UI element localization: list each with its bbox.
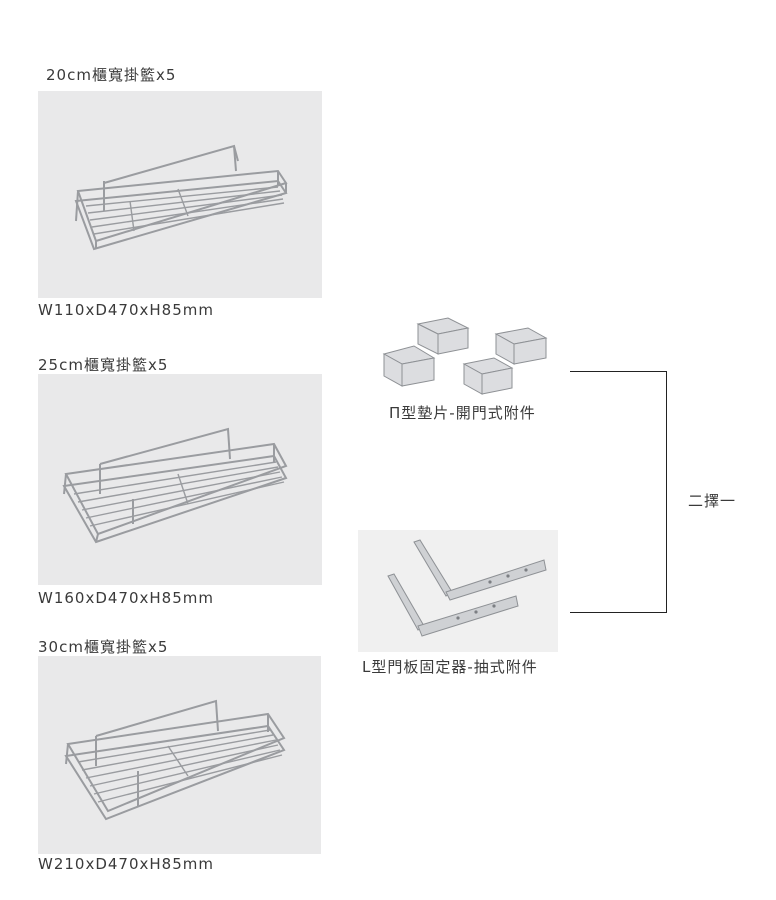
l-bracket-photo [358, 530, 558, 652]
choice-label: 二擇一 [688, 492, 737, 510]
basket-photo-20cm [38, 91, 322, 298]
wire-basket-image [74, 144, 288, 251]
product-title-30cm: 30cm櫃寬掛籃x5 [38, 638, 169, 656]
l-bracket-image [387, 539, 547, 637]
wire-basket-image [64, 699, 286, 821]
accessory-label-spacer: П型墊片-開門式附件 [389, 404, 536, 422]
product-dimensions-30cm: W210xD470xH85mm [38, 855, 214, 873]
product-title-20cm: 20cm櫃寬掛籃x5 [46, 66, 177, 84]
product-dimensions-25cm: W160xD470xH85mm [38, 589, 214, 607]
wire-basket-image [62, 427, 288, 544]
u-spacer-image [382, 317, 548, 395]
product-title-25cm: 25cm櫃寬掛籃x5 [38, 356, 169, 374]
spacer-photo [378, 314, 550, 400]
accessory-label-l-bracket: L型門板固定器-抽式附件 [362, 658, 538, 676]
product-dimensions-20cm: W110xD470xH85mm [38, 301, 214, 319]
basket-photo-25cm [38, 374, 322, 585]
choice-bracket [570, 371, 667, 613]
basket-photo-30cm [38, 656, 321, 854]
